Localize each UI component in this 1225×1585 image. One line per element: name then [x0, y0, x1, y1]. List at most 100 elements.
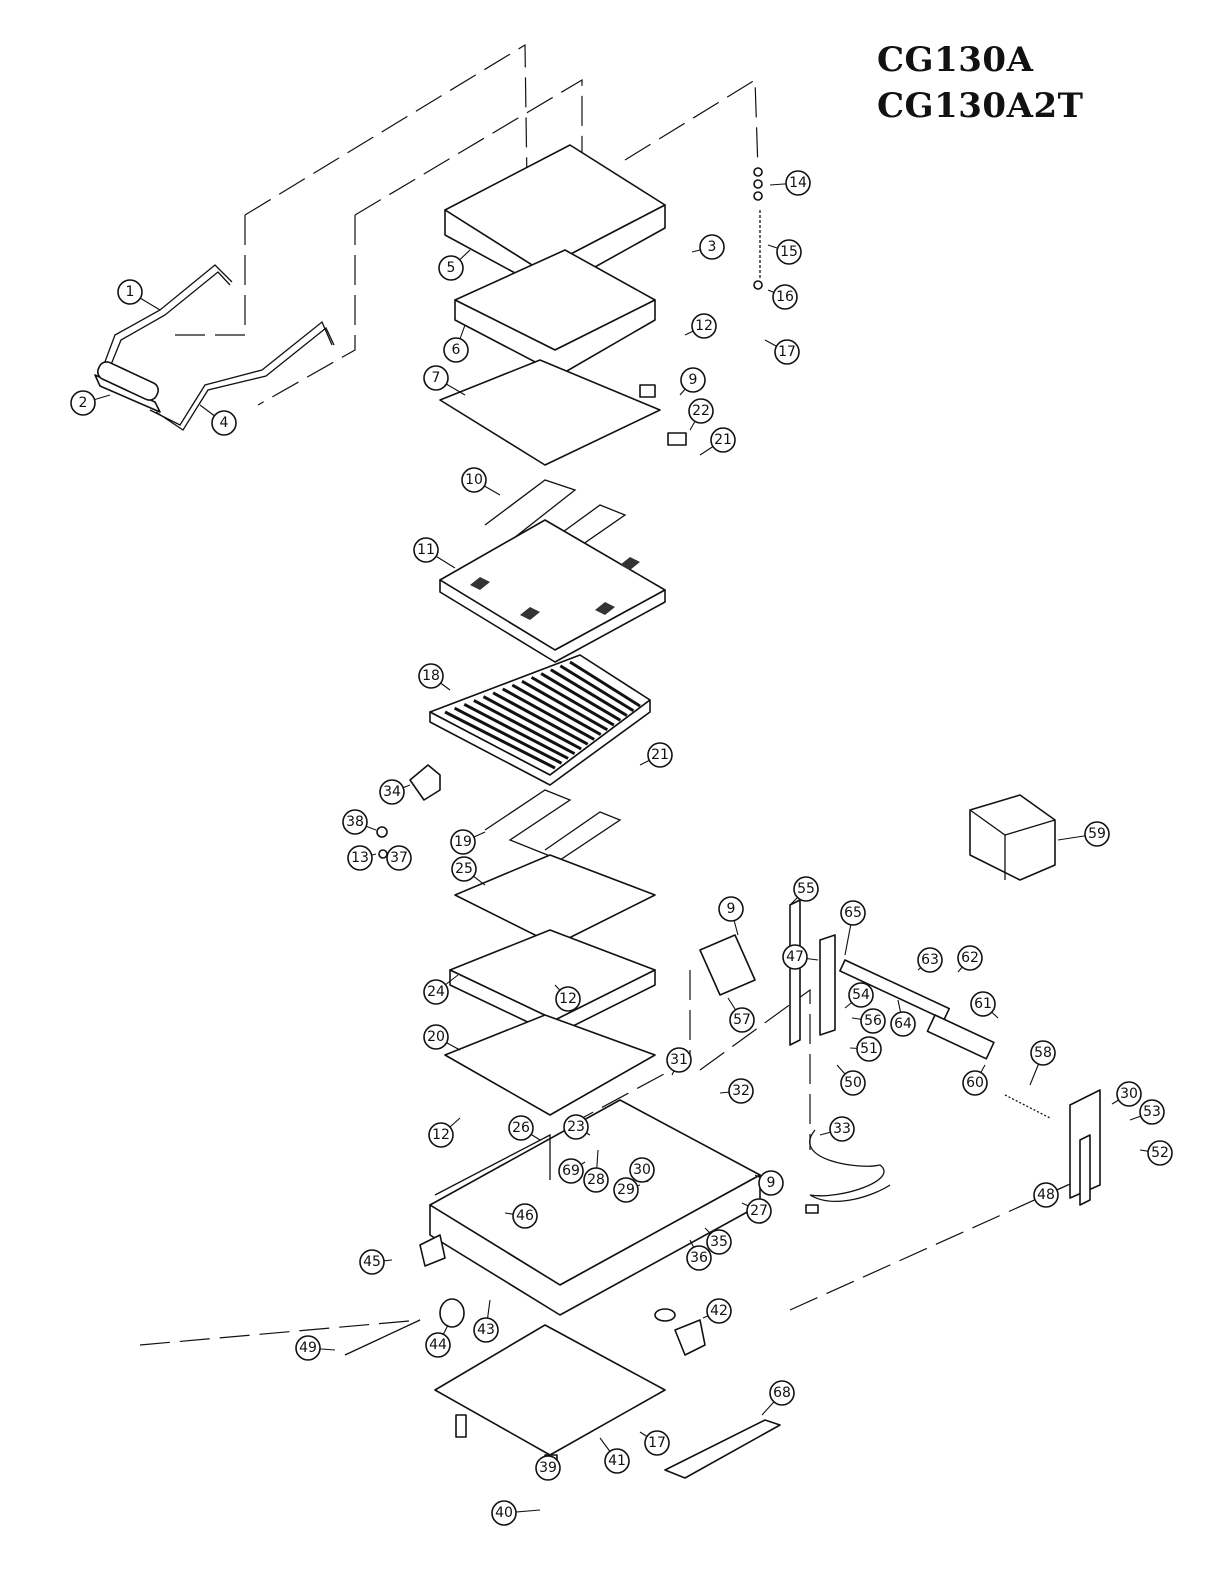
callout-9: 9	[681, 368, 705, 392]
callout-number: 15	[780, 244, 798, 260]
callout-3: 3	[700, 235, 724, 259]
callout-number: 34	[383, 784, 401, 800]
callout-number: 6	[452, 342, 461, 358]
callout-number: 40	[495, 1505, 513, 1521]
callout-number: 26	[512, 1120, 530, 1136]
callout-number: 48	[1037, 1187, 1055, 1203]
callout-17: 17	[775, 340, 799, 364]
callout-number: 60	[966, 1075, 984, 1091]
callout-50: 50	[841, 1071, 865, 1095]
callout-number: 29	[617, 1182, 635, 1198]
callout-number: 58	[1034, 1045, 1052, 1061]
callout-20: 20	[424, 1025, 448, 1049]
callout-39: 39	[536, 1456, 560, 1480]
callout-number: 68	[773, 1385, 791, 1401]
callout-43: 43	[474, 1318, 498, 1342]
callout-number: 37	[390, 850, 408, 866]
callout-19: 19	[451, 830, 475, 854]
callout-number: 9	[689, 372, 698, 388]
callout-13: 13	[348, 846, 372, 870]
callout-number: 11	[417, 542, 435, 558]
callout-number: 27	[750, 1203, 768, 1219]
callout-number: 51	[860, 1041, 878, 1057]
callout-21: 21	[711, 428, 735, 452]
callout-number: 31	[670, 1052, 688, 1068]
callout-number: 21	[714, 432, 732, 448]
callout-60: 60	[963, 1071, 987, 1095]
callout-number: 14	[789, 175, 807, 191]
callout-32: 32	[729, 1079, 753, 1103]
callout-21: 21	[648, 743, 672, 767]
callout-number: 53	[1143, 1104, 1161, 1120]
callout-51: 51	[857, 1037, 881, 1061]
callout-61: 61	[971, 992, 995, 1016]
callout-number: 1	[126, 284, 135, 300]
callout-12: 12	[429, 1123, 453, 1147]
callout-56: 56	[861, 1009, 885, 1033]
callout-number: 30	[633, 1162, 651, 1178]
callout-7: 7	[424, 366, 448, 390]
callout-44: 44	[426, 1333, 450, 1357]
callout-number: 17	[778, 344, 796, 360]
callout-number: 55	[797, 881, 815, 897]
callout-35: 35	[707, 1230, 731, 1254]
callout-number: 39	[539, 1460, 557, 1476]
callout-number: 9	[767, 1175, 776, 1191]
callout-52: 52	[1148, 1141, 1172, 1165]
callout-69: 69	[559, 1159, 583, 1183]
callout-54: 54	[849, 983, 873, 1007]
callout-number: 16	[776, 289, 794, 305]
callout-number: 30	[1120, 1086, 1138, 1102]
callout-number: 45	[363, 1254, 381, 1270]
callout-65: 65	[841, 901, 865, 925]
callout-11: 11	[414, 538, 438, 562]
callout-6: 6	[444, 338, 468, 362]
callout-17: 17	[645, 1431, 669, 1455]
callout-number: 49	[299, 1340, 317, 1356]
callout-36: 36	[687, 1246, 711, 1270]
callout-12: 12	[556, 987, 580, 1011]
callout-57: 57	[730, 1008, 754, 1032]
callout-53: 53	[1140, 1100, 1164, 1124]
callout-12: 12	[692, 314, 716, 338]
callout-number: 23	[567, 1119, 585, 1135]
callout-number: 44	[429, 1337, 447, 1353]
power-cord	[806, 1130, 890, 1213]
callout-number: 22	[692, 403, 710, 419]
callout-2: 2	[71, 391, 95, 415]
callout-number: 61	[974, 996, 992, 1012]
callout-1: 1	[118, 280, 142, 304]
callout-24: 24	[424, 980, 448, 1004]
callout-number: 54	[852, 987, 870, 1003]
callout-46: 46	[513, 1204, 537, 1228]
callout-58: 58	[1031, 1041, 1055, 1065]
drip-pan	[970, 795, 1055, 880]
callout-number: 50	[844, 1075, 862, 1091]
callout-number: 43	[477, 1322, 495, 1338]
callout-number: 42	[710, 1303, 728, 1319]
callout-68: 68	[770, 1381, 794, 1405]
callout-5: 5	[439, 256, 463, 280]
callout-29: 29	[614, 1178, 638, 1202]
grill-plate	[430, 655, 650, 785]
callout-number: 19	[454, 834, 472, 850]
callout-31: 31	[667, 1048, 691, 1072]
lower-element-plates	[445, 790, 655, 1115]
callout-4: 4	[212, 411, 236, 435]
callout-27: 27	[747, 1199, 771, 1223]
callout-23: 23	[564, 1115, 588, 1139]
callout-25: 25	[452, 857, 476, 881]
callout-number: 65	[844, 905, 862, 921]
callout-number: 36	[690, 1250, 708, 1266]
callout-63: 63	[918, 948, 942, 972]
callout-30: 30	[630, 1158, 654, 1182]
callout-number: 63	[921, 952, 939, 968]
callout-number: 46	[516, 1208, 534, 1224]
callout-30: 30	[1117, 1082, 1141, 1106]
callout-number: 9	[727, 901, 736, 917]
callout-14: 14	[786, 171, 810, 195]
bracket-hardware	[377, 765, 440, 858]
callout-number: 47	[786, 949, 804, 965]
callout-26: 26	[509, 1116, 533, 1140]
